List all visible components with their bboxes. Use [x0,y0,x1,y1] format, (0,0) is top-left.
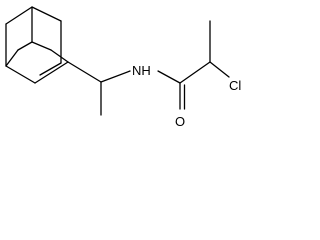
bond [39,62,62,76]
bond [34,61,69,84]
bond [5,65,36,84]
bond [50,49,69,63]
bond [5,49,19,67]
adamantane-cage [5,6,69,84]
chemical-structure-diagram: NH O Cl [5,6,241,129]
bond [31,41,52,51]
bond [17,41,33,51]
bond [31,6,62,22]
bond [179,61,211,84]
amide-side-chain [67,20,230,116]
nitrogen-label: NH [132,63,151,78]
bond [209,61,230,78]
oxygen-label: O [175,114,185,129]
bond [100,70,131,83]
bond [157,70,181,84]
bond [5,6,33,25]
chlorine-label: Cl [229,78,241,93]
bond [67,61,102,83]
